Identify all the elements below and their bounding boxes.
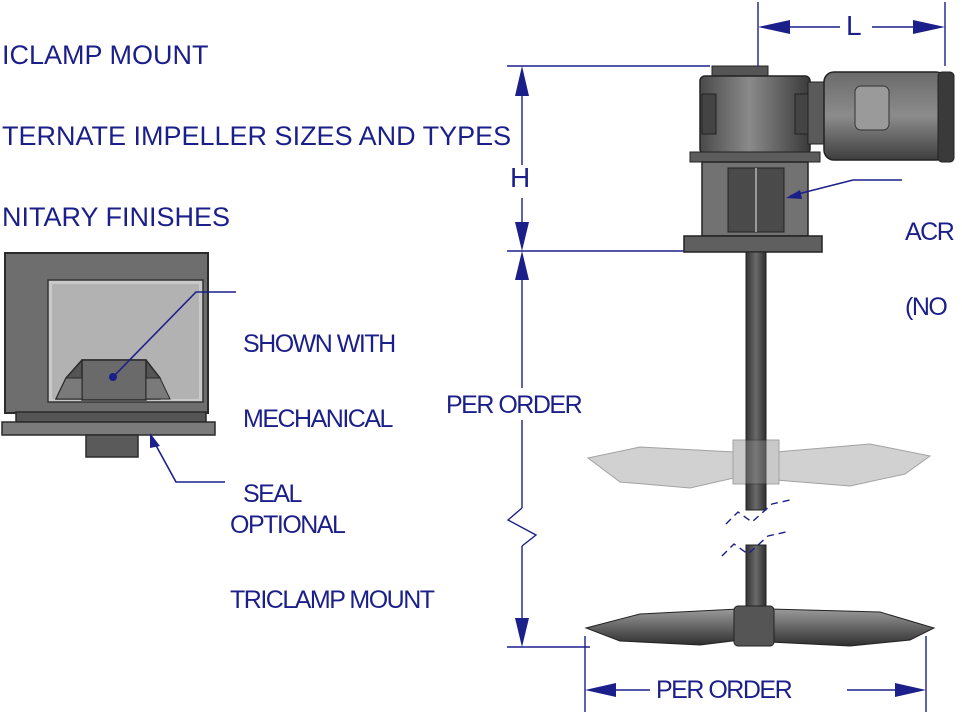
dimension-h-label: H xyxy=(510,162,531,193)
dimension-impeller-label: PER ORDER xyxy=(656,676,793,704)
seal-callout: SHOWN WITH MECHANICAL SEAL xyxy=(243,282,396,532)
seal-callout-line-1: SHOWN WITH xyxy=(243,330,396,358)
triclamp-callout-line-2: TRICLAMP MOUNT xyxy=(230,586,435,614)
seal-housing-detail xyxy=(1,252,216,458)
coupling-leader xyxy=(786,179,902,199)
triclamp-callout: OPTIONAL TRICLAMP MOUNT xyxy=(230,463,435,638)
seal-callout-line-3: SEAL xyxy=(243,480,302,508)
notes-list: ICLAMP MOUNT TERNATE IMPELLER SIZES AND … xyxy=(2,0,511,258)
triclamp-leader xyxy=(150,433,225,483)
seal-callout-line-2: MECHANICAL xyxy=(243,405,393,433)
seal-leader-dot xyxy=(109,373,117,381)
seal-leader xyxy=(112,291,236,378)
dimension-l-label: L xyxy=(846,10,862,41)
dimension-arrows xyxy=(515,20,945,697)
coupling-callout-line-2: (NO xyxy=(905,293,948,321)
triclamp-callout-line-1: OPTIONAL xyxy=(230,511,346,539)
coupling-callout: ACR (NO xyxy=(905,170,955,345)
note-line-3: NITARY FINISHES xyxy=(2,202,231,232)
note-line-2: TERNATE IMPELLER SIZES AND TYPES xyxy=(2,121,512,151)
agitator-assembly xyxy=(584,65,955,647)
note-line-1: ICLAMP MOUNT xyxy=(2,40,209,70)
coupling-callout-line-1: ACR xyxy=(905,218,955,246)
dimension-shaft-label: PER ORDER xyxy=(446,391,583,419)
